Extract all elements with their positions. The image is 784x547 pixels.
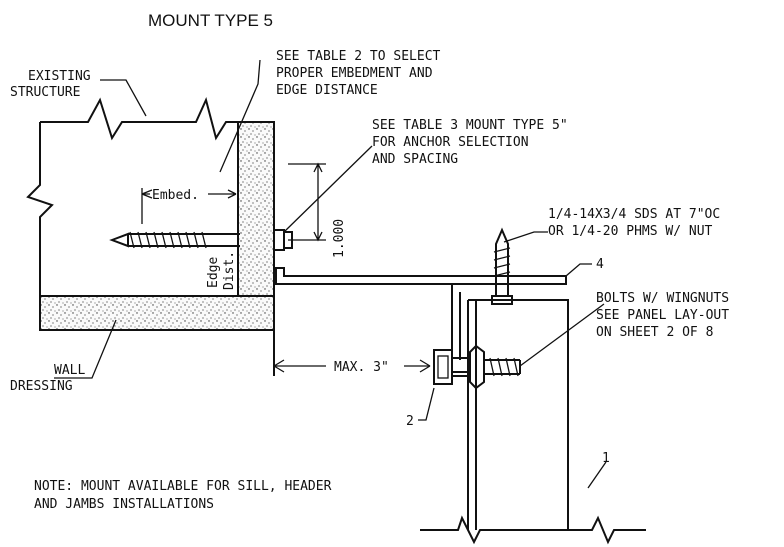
dimension-1000: 1.000 bbox=[288, 162, 347, 258]
edge-label: Edge bbox=[206, 257, 221, 288]
leader-existing-structure bbox=[100, 79, 147, 117]
embed-label: Embed. bbox=[152, 188, 199, 203]
wall-dressing bbox=[39, 121, 275, 331]
leader-bolts bbox=[519, 303, 605, 367]
leader-part-2 bbox=[418, 387, 435, 421]
label-wall: WALL bbox=[54, 363, 85, 378]
label-part-2: 2 bbox=[406, 414, 414, 429]
anchor-screw bbox=[109, 229, 293, 251]
dim-1000-label: 1.000 bbox=[332, 219, 347, 258]
embed-dimension: Embed. bbox=[141, 188, 237, 224]
label-table3-line1: SEE TABLE 3 MOUNT TYPE 5" bbox=[372, 118, 568, 133]
sds-screw bbox=[491, 227, 548, 305]
label-table3-line3: AND SPACING bbox=[372, 152, 458, 167]
label-bolts-line2: SEE PANEL LAY-OUT bbox=[596, 308, 729, 323]
label-table3-line2: FOR ANCHOR SELECTION bbox=[372, 135, 529, 150]
note-line1: NOTE: MOUNT AVAILABLE FOR SILL, HEADER bbox=[34, 479, 332, 494]
leader-table2 bbox=[219, 59, 261, 173]
bolt-wingnut bbox=[418, 303, 605, 421]
leader-part-4 bbox=[565, 263, 592, 277]
label-existing: EXISTING bbox=[28, 69, 91, 84]
max-dimension: MAX. 3" bbox=[273, 359, 431, 375]
leader-table3 bbox=[283, 145, 373, 233]
label-table2-line2: PROPER EMBEDMENT AND bbox=[276, 66, 433, 81]
leader-wall-dressing bbox=[54, 319, 117, 379]
leader-part-1 bbox=[587, 461, 607, 489]
note-line2: AND JAMBS INSTALLATIONS bbox=[34, 497, 214, 512]
dist-label: Dist. bbox=[222, 251, 237, 290]
label-sds-line1: 1/4-14X3/4 SDS AT 7"OC bbox=[548, 207, 720, 222]
max-label: MAX. 3" bbox=[334, 360, 389, 375]
label-part-4: 4 bbox=[596, 257, 604, 272]
label-table2-line3: EDGE DISTANCE bbox=[276, 83, 378, 98]
label-part-1: 1 bbox=[602, 451, 610, 466]
angle-bracket bbox=[273, 267, 567, 376]
label-bolts-line3: ON SHEET 2 OF 8 bbox=[596, 325, 713, 340]
label-dressing: DRESSING bbox=[10, 379, 73, 394]
drawing-title: MOUNT TYPE 5 bbox=[148, 11, 273, 30]
label-table2-line1: SEE TABLE 2 TO SELECT bbox=[276, 49, 441, 64]
panel bbox=[420, 299, 646, 545]
label-structure: STRUCTURE bbox=[10, 85, 80, 100]
label-bolts-line1: BOLTS W/ WINGNUTS bbox=[596, 291, 729, 306]
label-sds-line2: OR 1/4-20 PHMS W/ NUT bbox=[548, 224, 713, 239]
edge-distance: Edge Dist. bbox=[206, 251, 239, 296]
